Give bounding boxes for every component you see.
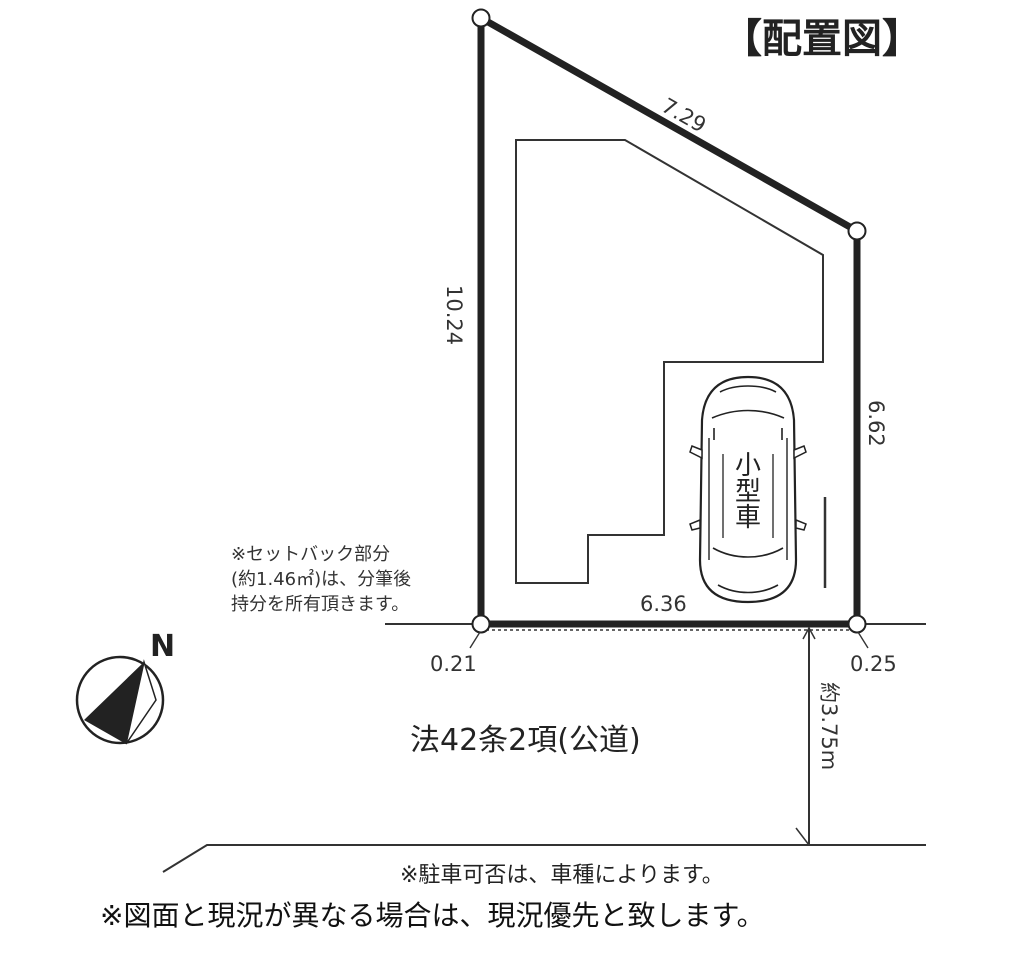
car-label-2: 型 (735, 477, 761, 507)
dimension-bottom-edge: 6.36 (640, 592, 687, 616)
corner-leader-left (469, 631, 481, 649)
road-opposite-edge (162, 844, 926, 873)
road-width-arrow-top (802, 626, 816, 640)
diagram-title: 【配置図】 (722, 16, 922, 62)
dimension-corner-right: 0.25 (850, 652, 897, 676)
footnote-disclaimer: ※図面と現況が異なる場合は、現況優先と致します。 (100, 899, 765, 932)
road-width-tick (795, 827, 810, 846)
dimension-right-edge: 6.62 (864, 400, 888, 447)
footnote-parking: ※駐車可否は、車種によります。 (400, 863, 724, 888)
setback-note-line-3: 持分を所有頂きます。 (231, 594, 409, 615)
north-compass-icon (75, 655, 165, 745)
corner-marker-top-right (847, 221, 867, 241)
building-footprint (515, 139, 824, 584)
north-label: N (150, 629, 175, 664)
corner-marker-bottom-left (471, 614, 491, 634)
corner-marker-bottom-right (847, 614, 867, 634)
setback-note-line-2: (約1.46㎡)は、分筆後 (231, 568, 411, 590)
car-label-3: 車 (735, 503, 761, 533)
dimension-corner-left: 0.21 (430, 652, 477, 676)
corner-marker-top-left (471, 8, 491, 28)
dimension-left-edge: 10.24 (442, 285, 466, 345)
setback-note-line-1: ※セットバック部分 (231, 544, 390, 565)
road-label: 法42条2項(公道) (410, 723, 641, 758)
dimension-road-width: 約3.75m (817, 682, 841, 770)
car-label-1: 小 (735, 451, 761, 481)
corner-leader-right (857, 631, 869, 649)
car-icon (689, 375, 807, 604)
